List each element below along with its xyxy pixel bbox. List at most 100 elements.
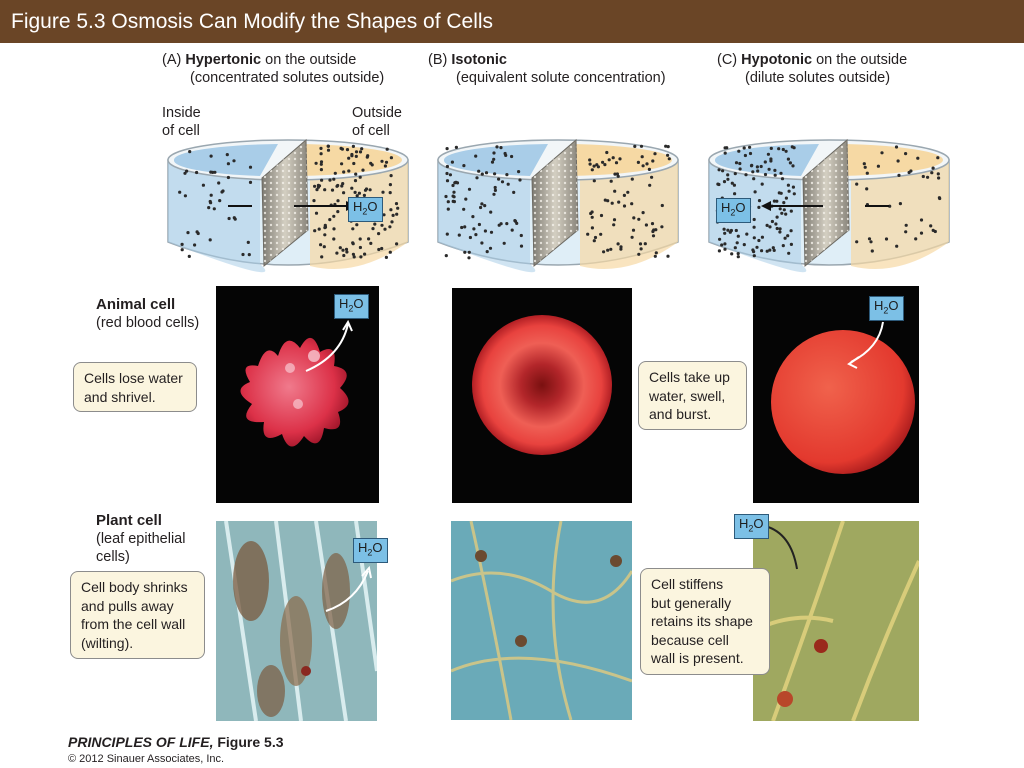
solute-particle xyxy=(897,173,901,177)
solute-particle xyxy=(319,162,323,166)
solute-particle xyxy=(771,246,775,250)
solute-particle xyxy=(898,202,902,206)
plant-cell-subtitle-line1: (leaf epithelial xyxy=(96,531,186,547)
solute-particle xyxy=(315,188,319,192)
solute-particle xyxy=(716,182,720,186)
solute-particle xyxy=(792,192,796,196)
solute-particle xyxy=(612,218,617,222)
solute-particle xyxy=(757,238,761,243)
solute-particle xyxy=(588,158,592,162)
solute-particle xyxy=(730,252,734,256)
water-label-dish-a: H2O xyxy=(348,197,383,222)
callout-line: Cell stiffens xyxy=(651,576,724,592)
outside-of-cell-label: Outside of cell xyxy=(352,104,402,140)
solute-particle xyxy=(517,170,521,174)
solute-particle xyxy=(742,146,746,150)
solute-particle xyxy=(454,145,458,149)
solute-particle xyxy=(314,211,319,215)
solute-particle xyxy=(586,232,590,236)
membrane-pores xyxy=(803,140,849,266)
solute-particle xyxy=(767,167,771,171)
solute-particle xyxy=(592,239,596,243)
solute-particle xyxy=(791,185,795,189)
solute-particle xyxy=(614,161,619,165)
solute-particle xyxy=(226,175,230,180)
solute-particle xyxy=(660,203,664,208)
solute-particle xyxy=(784,149,788,153)
solute-particle xyxy=(519,233,523,238)
solute-particle xyxy=(666,254,670,258)
solute-particle xyxy=(760,249,764,253)
solute-particle xyxy=(752,254,756,258)
solute-particle xyxy=(596,165,600,169)
solute-particle xyxy=(618,157,622,161)
solute-particle xyxy=(519,244,524,248)
solute-particle xyxy=(751,248,755,252)
solute-particle xyxy=(480,202,484,206)
solute-particle xyxy=(472,227,476,231)
photo-swollen-rbc xyxy=(753,286,919,503)
panel-a-letter: (A) xyxy=(162,52,182,68)
panel-c-header: (C) Hypotonic on the outside (dilute sol… xyxy=(717,51,907,87)
solute-particle xyxy=(384,255,388,259)
solute-particle xyxy=(855,240,859,244)
solute-particle xyxy=(782,201,786,205)
solute-particle xyxy=(208,199,212,204)
solute-particle xyxy=(518,178,522,182)
solute-particle xyxy=(929,224,933,228)
solute-particle xyxy=(468,235,472,240)
solute-particle xyxy=(475,176,479,180)
solute-particle xyxy=(664,144,668,148)
solute-particle xyxy=(380,246,384,251)
solute-particle xyxy=(593,235,598,240)
solute-particle xyxy=(786,157,790,161)
footer-figure: Figure 5.3 xyxy=(213,734,284,750)
callout-line: Cells lose water xyxy=(84,370,183,386)
solute-particle xyxy=(606,248,610,252)
inside-label-line2: of cell xyxy=(162,123,200,139)
solute-particle xyxy=(381,190,385,194)
solute-particle xyxy=(464,197,468,201)
solute-particle xyxy=(626,190,630,194)
solute-particle xyxy=(448,173,452,177)
solute-particle xyxy=(457,233,461,237)
photo-normal-plant-cells xyxy=(451,521,632,720)
solute-particle xyxy=(769,157,773,161)
callout-line: water, swell, xyxy=(649,387,726,404)
solute-particle xyxy=(389,208,393,212)
solute-particle xyxy=(606,199,610,203)
solute-particle xyxy=(195,230,199,234)
solute-particle xyxy=(784,212,788,216)
solute-particle xyxy=(341,182,345,186)
solute-particle xyxy=(723,247,727,251)
solute-particle xyxy=(728,230,732,234)
callout-line: retains its shape xyxy=(651,613,753,629)
solute-particle xyxy=(359,255,363,259)
solute-particle xyxy=(384,160,389,164)
solute-particle xyxy=(247,253,251,257)
solute-particle xyxy=(734,228,738,233)
solute-particle xyxy=(371,227,375,231)
solute-particle xyxy=(789,209,793,213)
solute-particle xyxy=(904,230,908,234)
solute-particle xyxy=(389,156,393,160)
solute-particle xyxy=(783,236,787,240)
solute-particle xyxy=(630,235,634,239)
solute-particle xyxy=(208,238,212,242)
inside-fluid xyxy=(709,160,807,273)
solute-particle xyxy=(492,151,496,155)
solute-particle xyxy=(787,251,791,255)
solute-particle xyxy=(667,157,671,161)
solute-particle xyxy=(609,247,613,251)
solute-particle xyxy=(342,170,346,174)
solute-particle xyxy=(319,160,324,164)
solute-particle xyxy=(336,183,340,188)
solute-particle xyxy=(326,148,331,152)
solute-particle xyxy=(183,171,187,175)
solute-particle xyxy=(483,204,487,208)
solute-particle xyxy=(654,251,658,255)
solute-particle xyxy=(335,251,339,255)
solute-particle xyxy=(445,179,450,183)
solute-particle xyxy=(880,151,884,155)
